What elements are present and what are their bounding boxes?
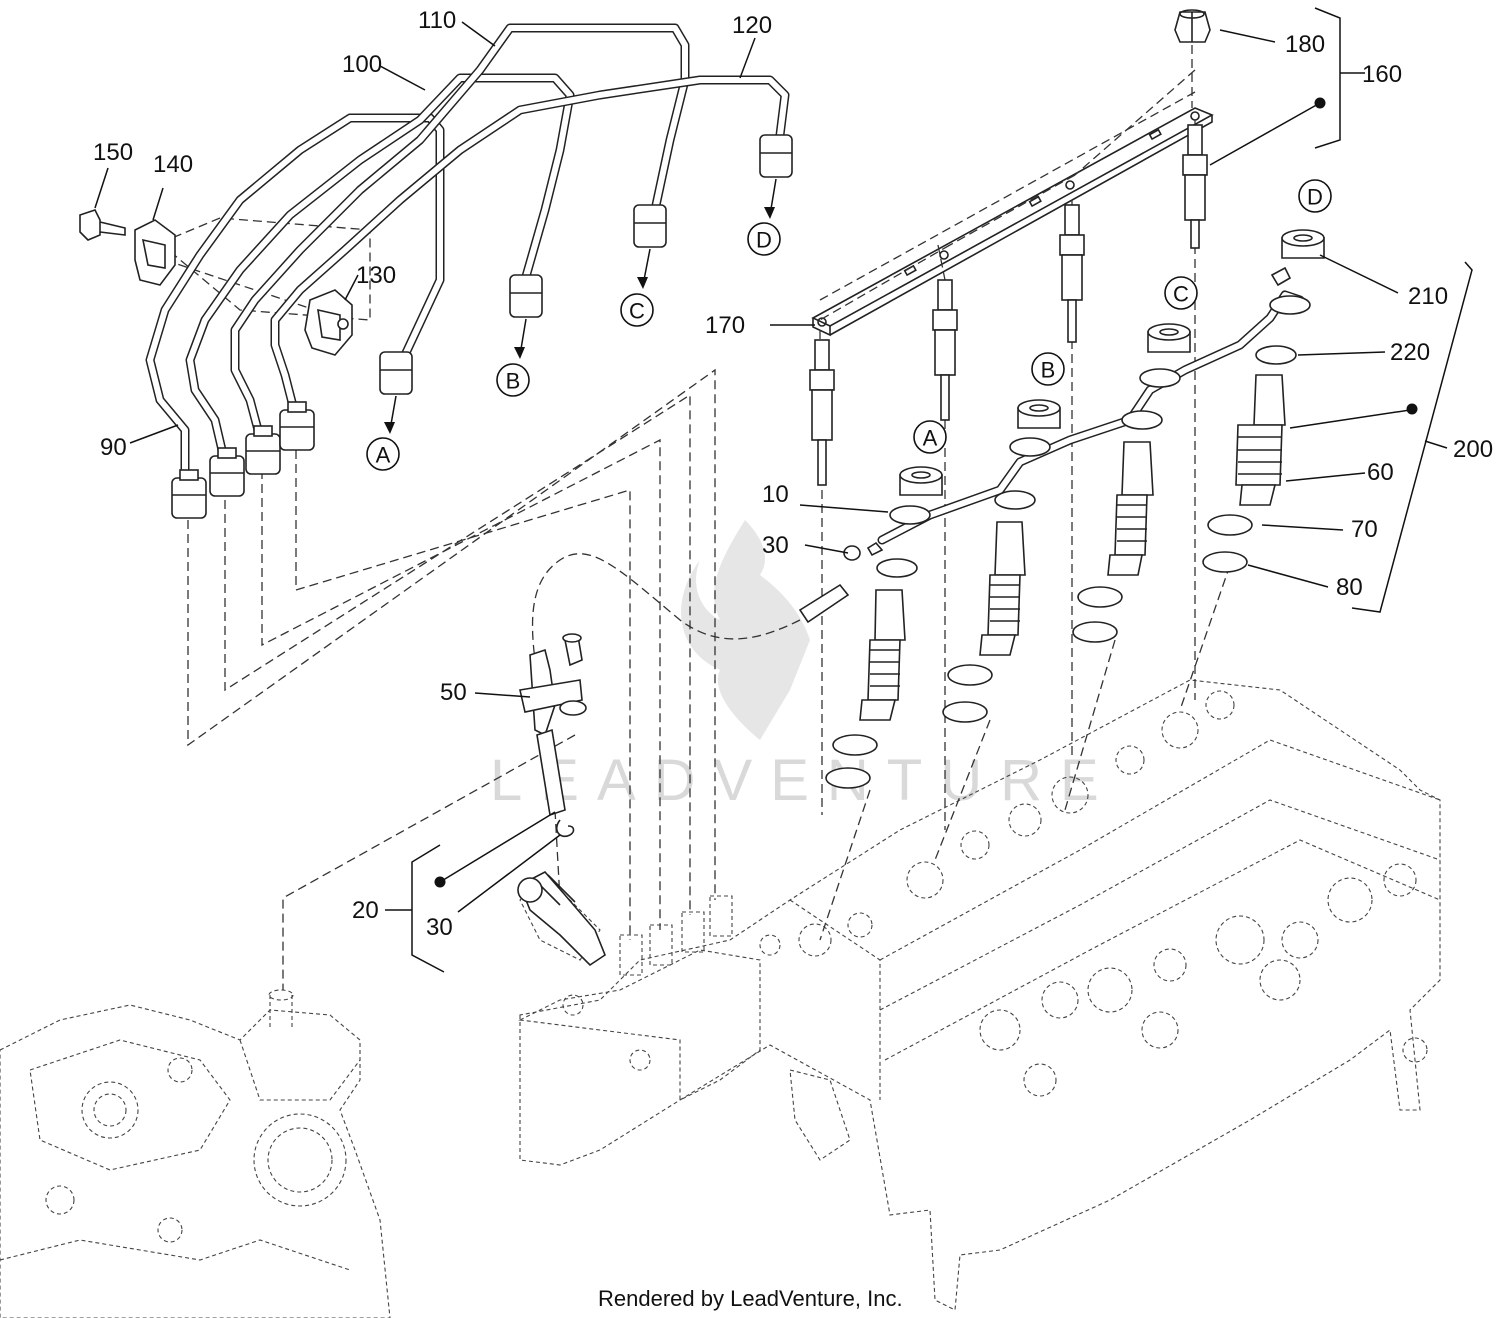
dot-marker xyxy=(1406,403,1418,415)
label-210: 210 xyxy=(1408,283,1448,310)
leader-dots xyxy=(434,97,1418,888)
pipe-clamp-lower xyxy=(304,289,353,356)
leak-off-pipe xyxy=(798,266,1311,624)
glow-plugs xyxy=(809,124,1208,486)
label-60: 60 xyxy=(1367,459,1394,486)
svg-text:C: C xyxy=(1173,282,1189,307)
watermark: LEADVENTURE xyxy=(490,520,1117,813)
engine-block xyxy=(518,679,1441,1311)
pipe-nuts-injector-side xyxy=(379,134,793,395)
ref-circle-d: D xyxy=(747,222,781,256)
ref-circle-b-injector: B xyxy=(1031,352,1065,386)
label-200: 200 xyxy=(1453,436,1493,463)
dot-marker xyxy=(1314,97,1326,109)
ref-circle-b: B xyxy=(496,363,530,397)
label-90: 90 xyxy=(100,434,127,461)
gear-case-housing xyxy=(0,989,391,1318)
glow-plug xyxy=(1059,204,1085,343)
label-130: 130 xyxy=(356,262,396,289)
svg-text:A: A xyxy=(923,426,938,451)
label-50: 50 xyxy=(440,679,467,706)
label-30-lower: 30 xyxy=(426,914,453,941)
dot-marker xyxy=(434,876,446,888)
glow-plug-nut xyxy=(1174,9,1211,43)
label-10: 10 xyxy=(762,481,789,508)
label-110: 110 xyxy=(418,7,456,34)
ref-circle-a-injector: A xyxy=(913,420,947,454)
label-140: 140 xyxy=(153,151,193,178)
part-number-labels: 10 20 30 30 50 60 70 80 90 100 110 120 1… xyxy=(93,7,1493,941)
pipe-nuts-pump-side xyxy=(171,401,315,519)
assembly-guide-lines xyxy=(158,45,1231,990)
glow-plug xyxy=(1182,124,1208,249)
ref-circles: A B C D A B C D xyxy=(366,179,1332,471)
label-150: 150 xyxy=(93,139,133,166)
label-100: 100 xyxy=(342,51,382,78)
svg-text:C: C xyxy=(629,299,645,324)
label-30-upper: 30 xyxy=(762,532,789,559)
injection-pipes xyxy=(145,23,790,475)
label-80: 80 xyxy=(1336,574,1363,601)
watermark-flame-icon xyxy=(681,520,810,740)
leader-lines xyxy=(94,21,1411,913)
ref-arrows xyxy=(384,178,777,434)
pipe-clamp xyxy=(79,209,176,286)
label-220: 220 xyxy=(1390,339,1430,366)
svg-text:B: B xyxy=(506,369,521,394)
glow-plug-lead-bar xyxy=(811,107,1214,337)
ref-circle-c: C xyxy=(620,293,654,327)
svg-text:D: D xyxy=(1307,185,1323,210)
ref-circle-a: A xyxy=(366,437,400,471)
footer-credit: Rendered by LeadVenture, Inc. xyxy=(598,1286,903,1311)
label-170: 170 xyxy=(705,312,745,339)
fuel-return-pipe xyxy=(517,633,606,967)
ref-circle-c-injector: C xyxy=(1164,276,1198,310)
label-180: 180 xyxy=(1285,31,1325,58)
glow-plug xyxy=(932,279,958,421)
svg-text:D: D xyxy=(756,228,772,253)
svg-text:A: A xyxy=(376,443,391,468)
watermark-text: LEADVENTURE xyxy=(490,748,1117,813)
label-20: 20 xyxy=(352,897,379,924)
injector-nozzles xyxy=(825,345,1297,789)
svg-text:B: B xyxy=(1041,358,1056,383)
glow-plug xyxy=(809,339,835,486)
label-120: 120 xyxy=(732,12,772,39)
ref-circle-d-injector: D xyxy=(1298,179,1332,213)
label-70: 70 xyxy=(1351,516,1378,543)
group-brackets xyxy=(385,7,1473,973)
injector-nuts xyxy=(899,229,1325,496)
label-160: 160 xyxy=(1362,61,1402,88)
